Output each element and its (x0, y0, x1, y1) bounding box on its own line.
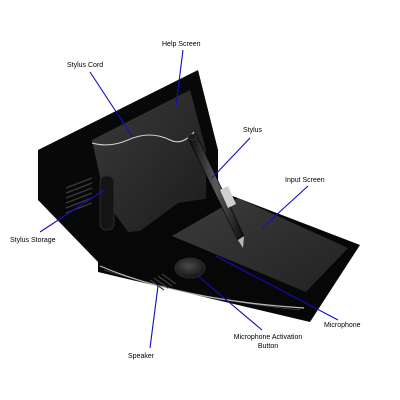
label-stylus: Stylus (243, 127, 263, 134)
speaker-grille (149, 273, 177, 291)
label-microphone: Microphone (324, 322, 361, 329)
leader-input-screen (261, 185, 309, 229)
label-microphone-activation-button: Microphone Activation Button (228, 333, 308, 351)
leader-stylus (211, 137, 251, 179)
stylus-storage-slot (99, 175, 115, 231)
label-speaker: Speaker (128, 353, 155, 360)
label-stylus-cord: Stylus Cord (67, 62, 104, 69)
label-microphone-activation-line1: Microphone Activation (233, 334, 303, 341)
input-screen (172, 198, 348, 292)
label-help-screen: Help Screen (162, 41, 201, 48)
label-stylus-storage: Stylus Storage (10, 237, 56, 244)
leader-speaker (149, 285, 159, 349)
label-input-screen: Input Screen (285, 177, 325, 184)
microphone-activation-button (174, 257, 206, 279)
hinge-highlight (99, 265, 305, 309)
leader-microphone-activation (197, 275, 263, 331)
storage-grille (65, 177, 93, 214)
stylus (187, 133, 245, 248)
leader-lines (39, 49, 339, 349)
help-screen (92, 90, 206, 232)
leader-microphone (215, 255, 339, 321)
stylus-cord (91, 131, 195, 146)
leader-help-screen (175, 49, 184, 107)
label-microphone-activation-line2: Button (257, 343, 279, 350)
leader-stylus-cord (89, 71, 133, 137)
leader-stylus-storage (39, 189, 105, 233)
